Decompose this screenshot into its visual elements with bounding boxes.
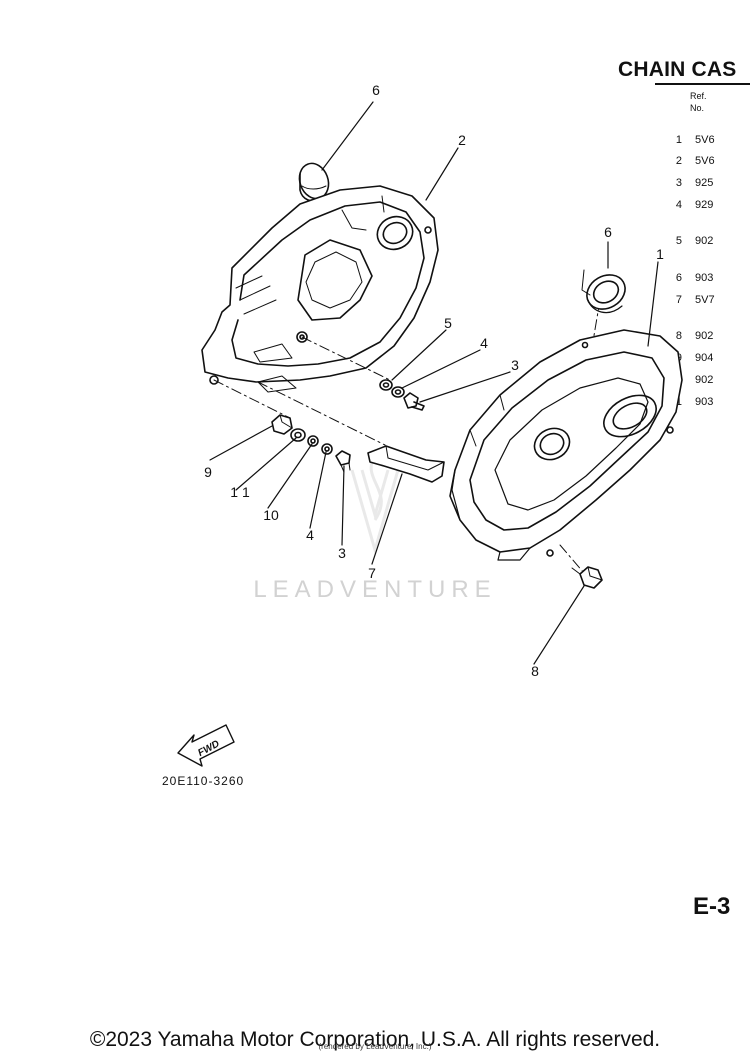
- forward-direction-icon: [177, 724, 235, 767]
- callout-11: 1 1: [230, 484, 250, 500]
- ref-number: 5: [675, 235, 682, 247]
- part-number: 5V6: [695, 155, 715, 167]
- collar-bolt-part-9[interactable]: [271, 414, 293, 435]
- bushing-part-11[interactable]: [290, 428, 306, 442]
- renderer-note: (rendered by LeadVenture, Inc.): [318, 1042, 432, 1051]
- callout-10: 10: [263, 507, 279, 523]
- table-header-no: No.: [690, 103, 705, 113]
- bolt-part-3-upper[interactable]: [403, 392, 425, 411]
- table-row[interactable]: 4 929: [670, 199, 750, 213]
- table-row[interactable]: 3 925: [670, 177, 750, 191]
- drawing-number: 20E110-3260: [162, 774, 245, 788]
- watermark-text: LEADVENTURE: [253, 576, 496, 603]
- ref-number: 2: [675, 155, 682, 167]
- table-row[interactable]: 6 903: [670, 272, 750, 286]
- ref-number: 8: [675, 330, 682, 342]
- ref-number: 7: [675, 294, 682, 306]
- callout-6-right: 6: [604, 224, 612, 240]
- lock-washer-part-4-upper[interactable]: [391, 386, 405, 398]
- part-number: 903: [695, 396, 714, 408]
- bolt-part-3-lower[interactable]: [335, 450, 351, 473]
- inner-chain-case-part-2[interactable]: [201, 185, 439, 393]
- table-row[interactable]: 2 5V6: [670, 155, 750, 169]
- callout-2: 2: [458, 132, 466, 148]
- table-row[interactable]: 8 902: [670, 330, 750, 344]
- table-header-ref: Ref.: [690, 91, 707, 101]
- callout-8: 8: [531, 663, 539, 679]
- callout-9: 9: [204, 464, 212, 480]
- seal-guide-line: [581, 269, 591, 296]
- washer-part-10[interactable]: [307, 435, 319, 447]
- part-number: 929: [695, 199, 714, 211]
- ref-number: 3: [675, 177, 682, 189]
- part-number: 902: [695, 235, 714, 247]
- part-number: 903: [695, 272, 714, 284]
- page-number: E-3: [693, 893, 731, 920]
- callout-5: 5: [444, 315, 452, 331]
- callout-3-upper: 3: [511, 357, 519, 373]
- lock-washer-part-4-lower[interactable]: [321, 443, 333, 455]
- callout-3-lower: 3: [338, 545, 346, 561]
- copyright-notice: ©2023 Yamaha Motor Corporation, U.S.A. A…: [89, 1028, 661, 1051]
- table-row[interactable]: 1 5V6: [670, 134, 750, 148]
- callout-leader-lines: [209, 101, 659, 665]
- table-row[interactable]: 5 902: [670, 235, 750, 249]
- ref-number: 4: [675, 199, 682, 211]
- part-number: 5V7: [695, 294, 715, 306]
- callout-4-lower: 4: [306, 527, 314, 543]
- part-number: 925: [695, 177, 714, 189]
- part-number: 902: [695, 330, 714, 342]
- part-number: 904: [695, 352, 714, 364]
- title-underline: [655, 83, 750, 85]
- page-title: CHAIN CAS: [618, 58, 737, 81]
- part-number: 5V6: [695, 134, 715, 146]
- ref-number: 6: [675, 272, 682, 284]
- callout-4-upper: 4: [480, 335, 488, 351]
- oil-seal-part-6-right[interactable]: [581, 268, 632, 316]
- table-row[interactable]: 7 5V7: [670, 294, 750, 308]
- ref-number: 1: [675, 134, 682, 146]
- washer-part-5[interactable]: [379, 379, 393, 391]
- watermark-logo: [350, 454, 400, 556]
- chain-guide-part-7[interactable]: [367, 445, 445, 483]
- callout-7: 7: [368, 565, 376, 581]
- part-number: 902: [695, 374, 714, 386]
- bolt-part-8[interactable]: [571, 566, 603, 589]
- outer-chain-case-part-1[interactable]: [449, 329, 683, 561]
- callout-1: 1: [656, 246, 664, 262]
- callout-6-left: 6: [372, 82, 380, 98]
